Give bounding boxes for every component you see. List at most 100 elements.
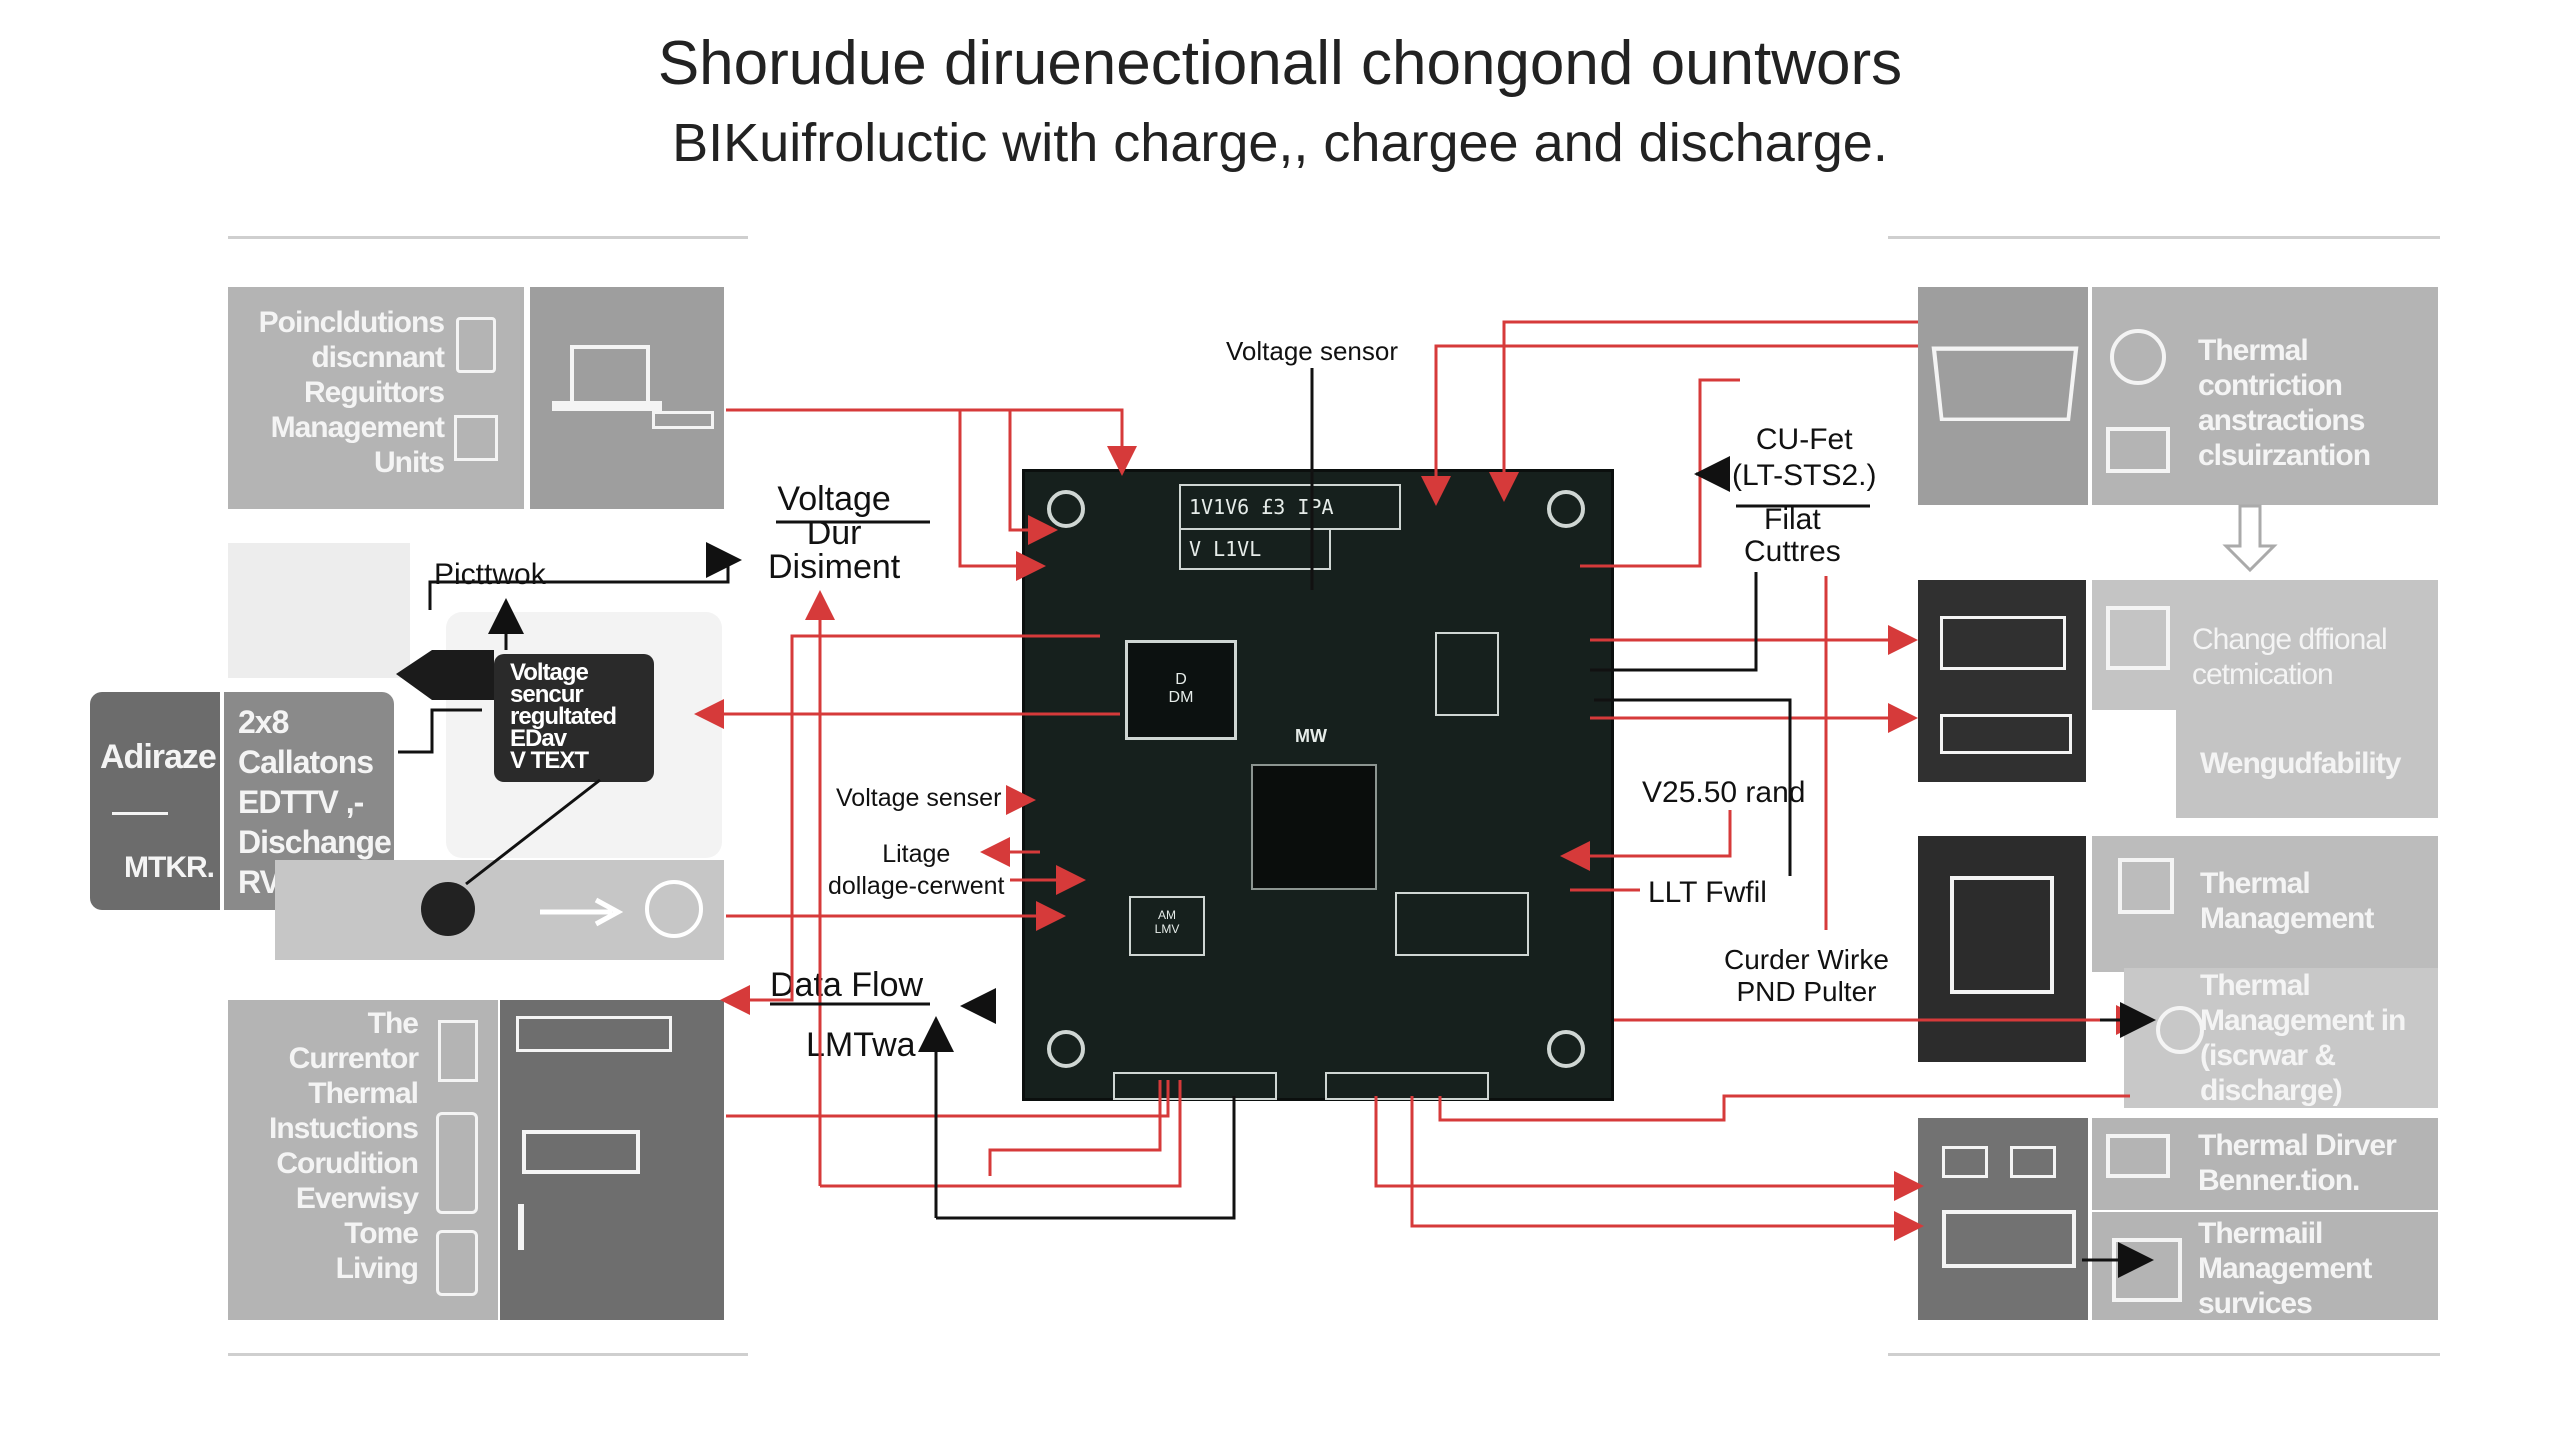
left-bottom-icon-panel xyxy=(500,1000,724,1320)
curder-label: Curder Wirke PND Pulter xyxy=(1724,944,1889,1007)
left-frame-top xyxy=(228,236,748,239)
down-arrow-outline xyxy=(2222,504,2278,573)
left-top-text-panel: Poincldutions discnnant Reguittors Manag… xyxy=(228,287,524,509)
document-icon xyxy=(456,317,496,373)
cabinet-icon xyxy=(2112,1238,2182,1302)
mount-hole-tl xyxy=(1047,490,1085,528)
wire-red-tl-3 xyxy=(1008,410,1058,545)
cable-icon xyxy=(518,1204,524,1250)
left-bottom-panel-text: The Currentor Thermal Instuctions Corudi… xyxy=(268,1007,419,1285)
wengudfability-panel: Wengudfability xyxy=(2176,710,2438,818)
data-flow-label: Data Flow xyxy=(770,966,924,1004)
cu-fet-label: CU-Fet (LT-STS2.) xyxy=(1732,423,1877,492)
wire-red-bottom-right-3 xyxy=(1438,1094,2130,1122)
wire-red-bottom-2 xyxy=(726,1080,1170,1118)
right-device-panel-3 xyxy=(1918,1118,2088,1320)
slot-icon-2 xyxy=(2010,1146,2056,1178)
diagram-title: Shorudue diruenectionall chongond ountwo… xyxy=(657,29,1903,98)
filat-label: Filat Cuttres xyxy=(1744,503,1841,568)
tablet-icon xyxy=(1950,876,2054,994)
wire-red-v25 xyxy=(1560,810,1732,871)
rail-icon xyxy=(516,1016,672,1052)
v25-label: V25.50 rand xyxy=(1642,776,1806,809)
power-chip: D DM xyxy=(1125,640,1237,740)
wire-red-bottom-right-2 xyxy=(1410,1096,1924,1241)
monitor-icon xyxy=(1940,616,2066,670)
wire-black-calc xyxy=(398,708,482,754)
left-bottom-text-panel: The Currentor Thermal Instuctions Corudi… xyxy=(228,1000,498,1320)
device-icon xyxy=(436,1230,478,1296)
right-device-panel-1 xyxy=(1918,580,2086,782)
thermal-driver-text: Thermal Dirver Benner.tion. xyxy=(2198,1129,2397,1197)
left-icon-strip xyxy=(275,860,724,960)
small-chip: AM LMV xyxy=(1129,896,1205,956)
adiraze-badge: Adiraze MTKR. xyxy=(90,692,220,910)
wengudfability-text: Wengudfability xyxy=(2200,747,2401,780)
thermal-contriction-panel: Thermal contriction anstractions clsuirz… xyxy=(2092,287,2438,505)
badge-divider xyxy=(112,812,168,815)
wire-black-llt xyxy=(1594,698,1792,876)
pin-header-left xyxy=(1113,1072,1277,1100)
gauge-icon xyxy=(2156,1006,2204,1054)
house-icon xyxy=(2106,606,2170,670)
change-panel: Change dffional cetmication xyxy=(2092,580,2438,710)
left-frame-bottom xyxy=(228,1353,748,1356)
thermal-services-text: Thermaiil Management survices xyxy=(2198,1217,2372,1320)
thermal-charge-panel: Thermal Management in (iscrwar & dischar… xyxy=(2124,968,2438,1108)
thermal-management-text: Thermal Management xyxy=(2200,867,2374,935)
wire-red-bottom-right-1 xyxy=(1374,1096,1924,1201)
screen-icon xyxy=(2106,1134,2170,1178)
right-frame-top xyxy=(1888,236,2440,239)
mount-hole-br xyxy=(1547,1030,1585,1068)
left-top-panel-text: Poincldutions discnnant Reguittors Manag… xyxy=(258,306,445,479)
add-icon[interactable] xyxy=(645,880,703,938)
wire-red-top-right-1 xyxy=(1489,320,1918,502)
rack-icon xyxy=(1942,1210,2076,1268)
slot-icon-1 xyxy=(1942,1146,1988,1178)
llt-label: LLT Fwfil xyxy=(1648,876,1767,909)
laptop-base-icon xyxy=(552,401,662,411)
keyboard-icon xyxy=(652,411,714,429)
wire-red-top-right-2 xyxy=(1421,344,1918,506)
battery-pack-icon xyxy=(522,1130,640,1174)
thermal-management-panel: Thermal Management xyxy=(2092,836,2438,972)
change-text: Change dffional cetmication xyxy=(2192,623,2388,691)
plus-circle-icon xyxy=(2110,329,2166,385)
mcu-chip xyxy=(1251,764,1377,890)
thermal-driver-panel: Thermal Dirver Benner.tion. xyxy=(2092,1118,2438,1210)
voltage-sensor-mid-label: Voltage senser xyxy=(836,784,1002,812)
jar-icon xyxy=(438,1020,478,1082)
wire-red-top-left xyxy=(726,408,1137,476)
wire-black-bottom xyxy=(936,1096,1236,1220)
thermal-contriction-text: Thermal contriction anstractions clsuirz… xyxy=(2198,334,2371,472)
wire-red-bottom-1 xyxy=(820,1080,1182,1188)
key-icon[interactable] xyxy=(421,882,475,936)
badge-sub-text: MTKR. xyxy=(124,851,215,884)
right-device-panel-2 xyxy=(1918,836,2086,1062)
right-laptop-panel xyxy=(1918,287,2088,505)
mcu-label: MW xyxy=(1295,726,1327,746)
sensor-module-text: Voltage sencur regultated EDav V TEXT xyxy=(510,659,617,774)
component-cap xyxy=(1435,632,1499,716)
laptop-panel xyxy=(530,287,724,509)
left-plug-icon xyxy=(396,650,494,700)
badge-main-text: Adiraze xyxy=(100,738,217,776)
network-label: Picttwok xyxy=(434,558,546,591)
wire-black-filat xyxy=(1590,572,1758,672)
left-strip-arrow xyxy=(540,897,624,927)
lmtwa-label: LMTwa xyxy=(806,1026,916,1064)
cart-icon xyxy=(454,415,498,461)
drive-icon xyxy=(1940,714,2072,754)
wire-black-sensor-down xyxy=(465,778,601,886)
wire-red-tl-2 xyxy=(958,410,1046,581)
wire-black-network xyxy=(428,560,730,610)
component-block xyxy=(1395,892,1529,956)
id-card-icon xyxy=(2106,427,2170,473)
voltage-sensor-top-label: Voltage sensor xyxy=(1226,336,1399,366)
laptop-icon xyxy=(570,345,650,401)
wire-red-bottom-3 xyxy=(988,1080,1162,1176)
diagram-subtitle: BIKuifroluctic with charge,, chargee and… xyxy=(672,113,1888,173)
mount-hole-tr xyxy=(1547,490,1585,528)
litage-label: Litage dollage-cerwent xyxy=(828,840,1005,900)
